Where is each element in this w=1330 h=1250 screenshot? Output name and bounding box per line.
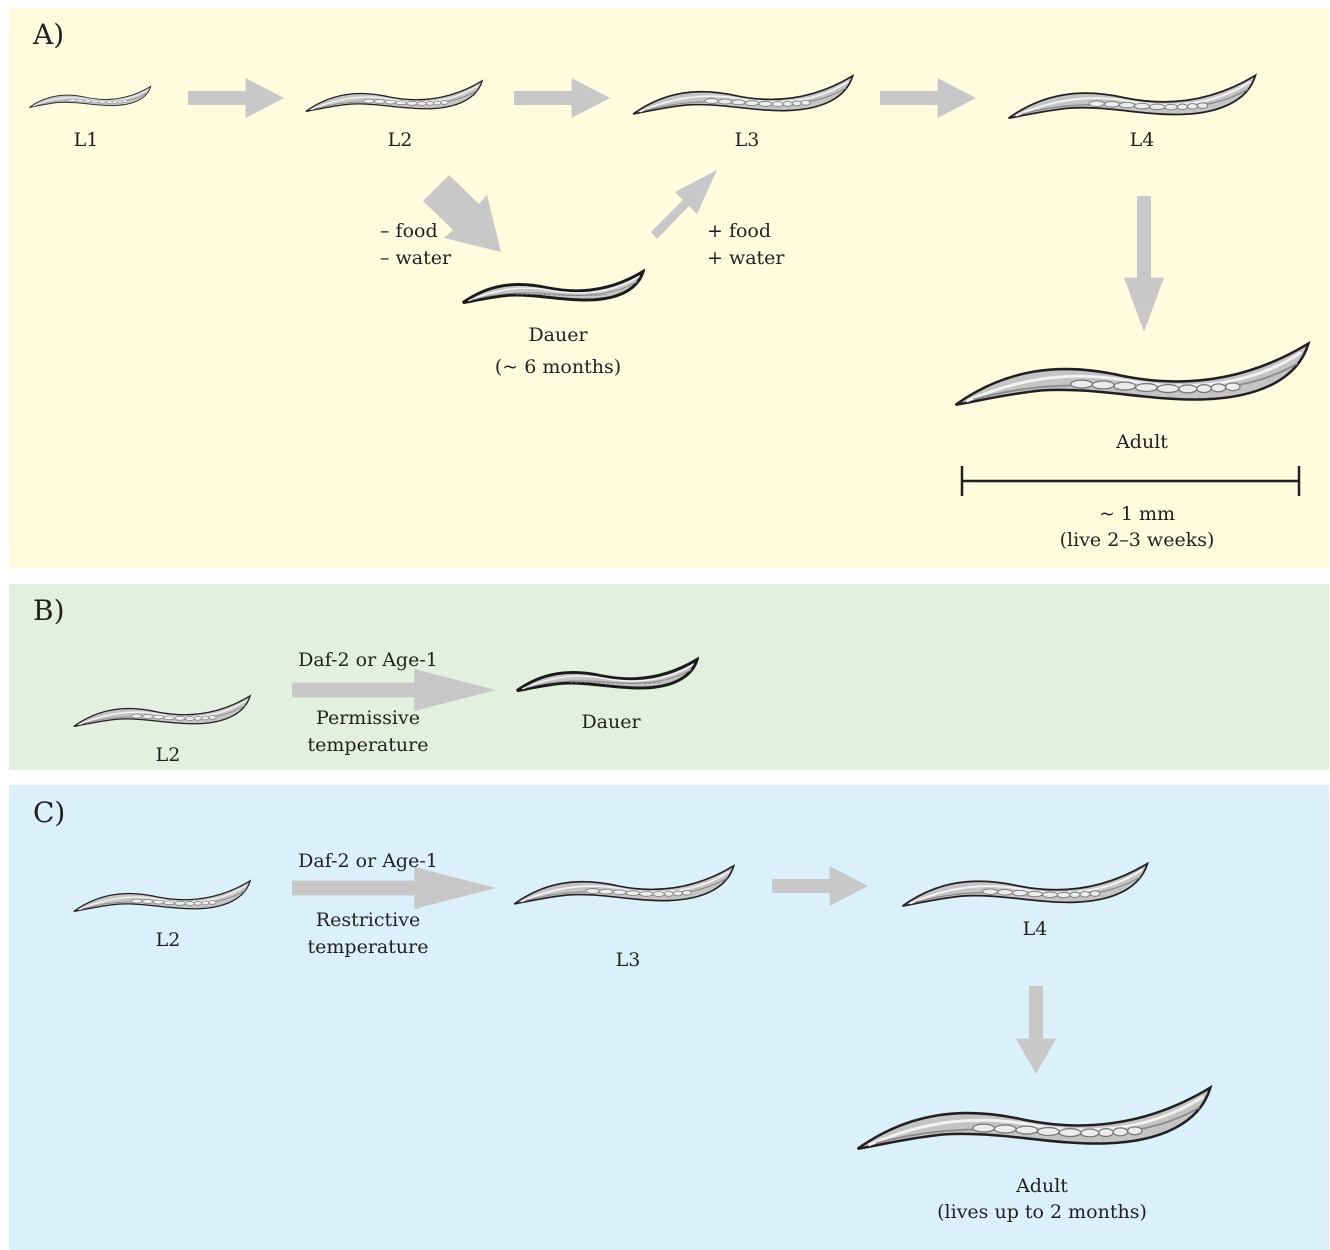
panel-a-label: A) <box>33 18 64 51</box>
condition-label-b-1: Permissive <box>316 707 420 729</box>
mutation-label-b: Daf-2 or Age-1 <box>298 649 438 671</box>
stage-label-c-l4: L4 <box>1023 918 1048 940</box>
panel-b-label: B) <box>33 594 65 627</box>
worm-l2 <box>306 81 482 112</box>
stage-label-c-adult: Adult <box>1016 1175 1068 1197</box>
condition-label-c-1: Restrictive <box>316 909 420 931</box>
stage-label-adult: Adult <box>1116 431 1168 453</box>
worm-b-dauer <box>517 659 697 690</box>
arrow-c-l4-adult <box>1016 986 1056 1074</box>
worm-l1 <box>29 86 151 107</box>
worm-b-l2 <box>74 696 250 727</box>
worm-l4 <box>1009 75 1256 118</box>
stage-label-c-l2: L2 <box>156 929 181 951</box>
lifespan-label: (live 2–3 weeks) <box>1060 529 1215 551</box>
stage-label-c-l3: L3 <box>616 949 641 971</box>
condition-label-c-2: temperature <box>308 936 429 958</box>
stage-label-l3: L3 <box>735 129 760 151</box>
mutation-label-c: Daf-2 or Age-1 <box>298 850 438 872</box>
worm-c-l2 <box>74 881 250 912</box>
panel-c-label: C) <box>33 796 65 829</box>
stage-label-l2: L2 <box>388 129 413 151</box>
condition-label-b-2: temperature <box>308 734 429 756</box>
stage-label-b-l2: L2 <box>156 744 181 766</box>
stage-label-l4: L4 <box>1130 129 1155 151</box>
arrow-l1-l2 <box>188 78 284 118</box>
dauer-duration: (~ 6 months) <box>495 356 621 378</box>
worm-c-l3 <box>514 866 734 904</box>
arrow-c-l3-l4 <box>772 866 868 906</box>
scale-label: ~ 1 mm <box>1099 503 1175 525</box>
minus-water-label: – water <box>380 247 451 269</box>
stage-label-dauer: Dauer <box>528 324 587 346</box>
stage-label-l1: L1 <box>74 129 99 151</box>
stage-label-b-dauer: Dauer <box>581 711 640 733</box>
arrow-l3-l4 <box>880 78 976 118</box>
plus-food-label: + food <box>707 220 771 242</box>
scale-bar <box>962 466 1299 496</box>
minus-food-label: – food <box>380 220 438 242</box>
worm-c-adult <box>858 1088 1211 1149</box>
arrow-l4-adult <box>1124 196 1164 332</box>
lifespan-label-c: (lives up to 2 months) <box>937 1201 1147 1223</box>
arrow-c <box>292 867 496 909</box>
arrow-l2-l3 <box>514 78 610 118</box>
worm-adult <box>956 344 1309 405</box>
worm-l3 <box>633 76 853 114</box>
worm-dauer <box>463 271 643 302</box>
worm-c-l4 <box>903 864 1148 907</box>
arrow-b <box>292 669 496 711</box>
plus-water-label: + water <box>707 247 785 269</box>
